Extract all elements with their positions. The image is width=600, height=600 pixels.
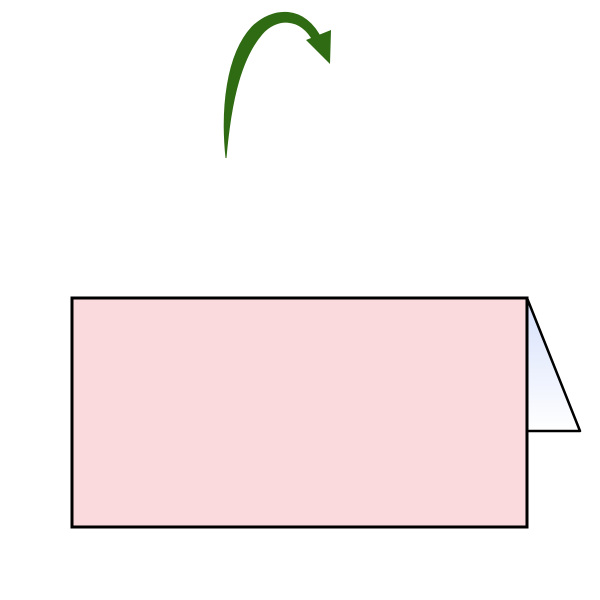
arrow-head: [306, 30, 331, 64]
arrow-shaft: [223, 11, 323, 159]
curved-arrow-icon: [223, 11, 331, 159]
paper-front-rectangle: [70, 296, 529, 529]
paper-back-flap: [525, 296, 582, 433]
